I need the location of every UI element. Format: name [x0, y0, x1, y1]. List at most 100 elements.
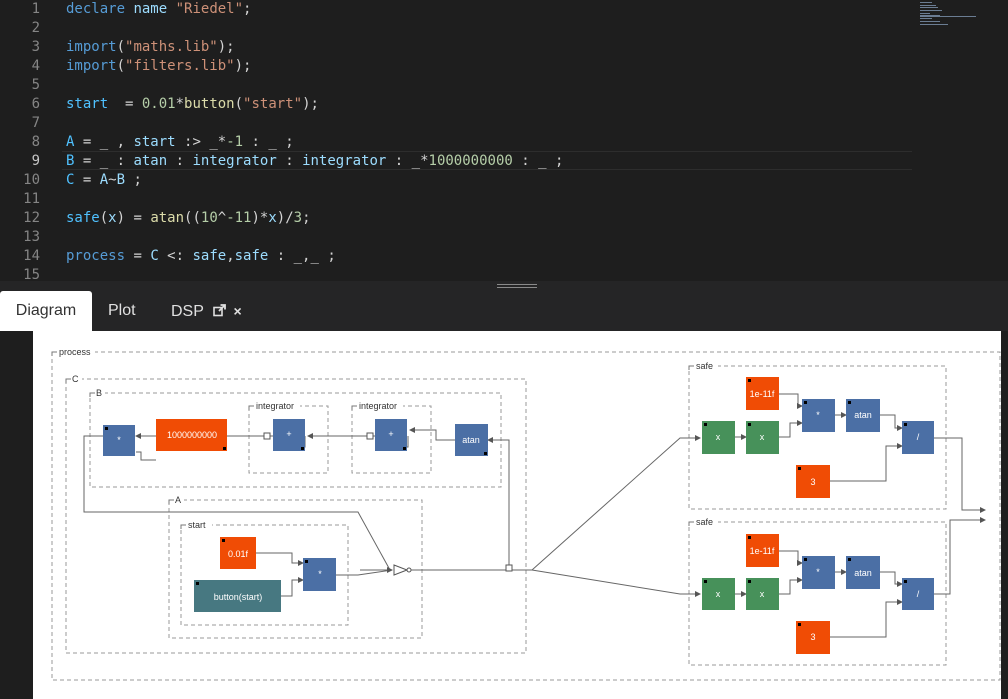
code-token: "filters.lib": [125, 58, 235, 74]
block-3-safe-2[interactable]: 3: [796, 621, 830, 654]
code-line[interactable]: 15: [0, 266, 1008, 281]
svg-text:/: /: [917, 589, 920, 599]
code-text: A = _ , start :> _*-1 : _ ;: [66, 133, 294, 152]
block-plus-1[interactable]: +: [273, 419, 305, 451]
block-3-safe-1[interactable]: 3: [796, 465, 830, 498]
code-token: A: [66, 134, 75, 150]
block-1e-11f-1[interactable]: 1e-11f: [746, 377, 779, 410]
line-number: 14: [23, 248, 40, 264]
code-token: 0.01: [141, 96, 176, 112]
block-mult-safe-2[interactable]: *: [802, 556, 835, 589]
code-token: =: [108, 96, 142, 112]
svg-text:x: x: [760, 432, 765, 442]
code-token: (: [116, 58, 126, 74]
code-token: ~: [108, 172, 117, 188]
block-atan-safe-2[interactable]: atan: [846, 556, 880, 589]
svg-text:3: 3: [810, 477, 815, 487]
code-token: B: [66, 153, 75, 169]
diagram-panel: [0, 331, 1008, 699]
block-plus-2[interactable]: +: [375, 419, 407, 451]
svg-text:1000000000: 1000000000: [167, 430, 217, 440]
block-x-input-2[interactable]: x: [702, 578, 735, 610]
code-token: process: [66, 248, 126, 264]
code-text: import("maths.lib");: [66, 38, 235, 57]
group-label-safe-1: safe: [696, 361, 713, 371]
group-process-frame: [51, 351, 1001, 681]
code-token: 10: [200, 210, 218, 226]
code-token: start: [66, 96, 109, 112]
code-token: "Riedel": [175, 1, 244, 17]
tab-dsp[interactable]: DSP ×: [171, 291, 242, 331]
svg-text:1e-11f: 1e-11f: [750, 546, 775, 556]
block-mult-b[interactable]: *: [103, 425, 135, 456]
code-line[interactable]: 2: [0, 19, 1008, 38]
code-token: safe: [66, 210, 100, 226]
line-number: 5: [31, 77, 40, 93]
block-button-start[interactable]: button(start): [194, 580, 281, 612]
group-integrator2-frame: [351, 405, 432, 474]
svg-text:*: *: [816, 410, 820, 420]
code-token: : _ ;: [512, 153, 564, 169]
code-token: ;: [125, 172, 142, 188]
code-token: x: [108, 210, 117, 226]
panel-splitter[interactable]: [0, 281, 1008, 291]
block-0.01f[interactable]: 0.01f: [220, 537, 256, 569]
external-link-icon[interactable]: [213, 304, 226, 317]
block-mult-safe-1[interactable]: *: [802, 399, 835, 432]
close-icon[interactable]: ×: [233, 303, 242, 319]
svg-text:atan: atan: [462, 435, 480, 445]
block-x-1[interactable]: x: [746, 421, 779, 454]
group-c-frame: [65, 378, 527, 654]
code-token: :: [276, 153, 303, 169]
block-atan-b[interactable]: atan: [455, 424, 488, 456]
code-line[interactable]: 11: [0, 190, 1008, 209]
svg-text:3: 3: [810, 632, 815, 642]
code-token: =: [125, 248, 151, 264]
group-label-a: A: [175, 495, 181, 505]
line-number: 15: [23, 267, 40, 281]
block-atan-safe-1[interactable]: atan: [846, 399, 880, 432]
block-div-safe-2[interactable]: /: [902, 578, 934, 610]
code-token: (: [116, 39, 126, 55]
code-line[interactable]: 13: [0, 228, 1008, 247]
code-token: (: [99, 210, 109, 226]
code-line[interactable]: 7: [0, 114, 1008, 133]
svg-text:button(start): button(start): [214, 592, 263, 602]
svg-text:0.01f: 0.01f: [228, 549, 249, 559]
group-label-integrator-1: integrator: [256, 401, 294, 411]
svg-text:x: x: [716, 589, 721, 599]
tab-diagram-label: Diagram: [15, 302, 77, 319]
svg-text:+: +: [286, 429, 291, 439]
block-x-input-1[interactable]: x: [702, 421, 735, 454]
minimap[interactable]: [918, 2, 1008, 28]
block-x-2[interactable]: x: [746, 578, 779, 610]
block-div-safe-1[interactable]: /: [902, 421, 934, 454]
tab-diagram[interactable]: Diagram: [0, 291, 92, 331]
line-number: 4: [31, 58, 40, 74]
tab-bar: Diagram Plot DSP ×: [0, 291, 1008, 331]
tab-plot[interactable]: Plot: [108, 291, 136, 331]
code-token: );: [302, 96, 319, 112]
block-1000000000[interactable]: 1000000000: [156, 419, 227, 451]
block-diagram[interactable]: process C B integrator integrator A star…: [0, 331, 1008, 699]
code-line[interactable]: 5: [0, 76, 1008, 95]
line-number: 1: [31, 1, 40, 17]
code-token: integrator: [192, 153, 277, 169]
code-token: ;: [243, 1, 252, 17]
line-number: 7: [31, 115, 40, 131]
code-token: ) =: [116, 210, 151, 226]
svg-text:atan: atan: [854, 410, 872, 420]
block-mult-start[interactable]: *: [303, 558, 336, 591]
group-label-safe-2: safe: [696, 517, 713, 527]
block-1e-11f-2[interactable]: 1e-11f: [746, 534, 779, 567]
